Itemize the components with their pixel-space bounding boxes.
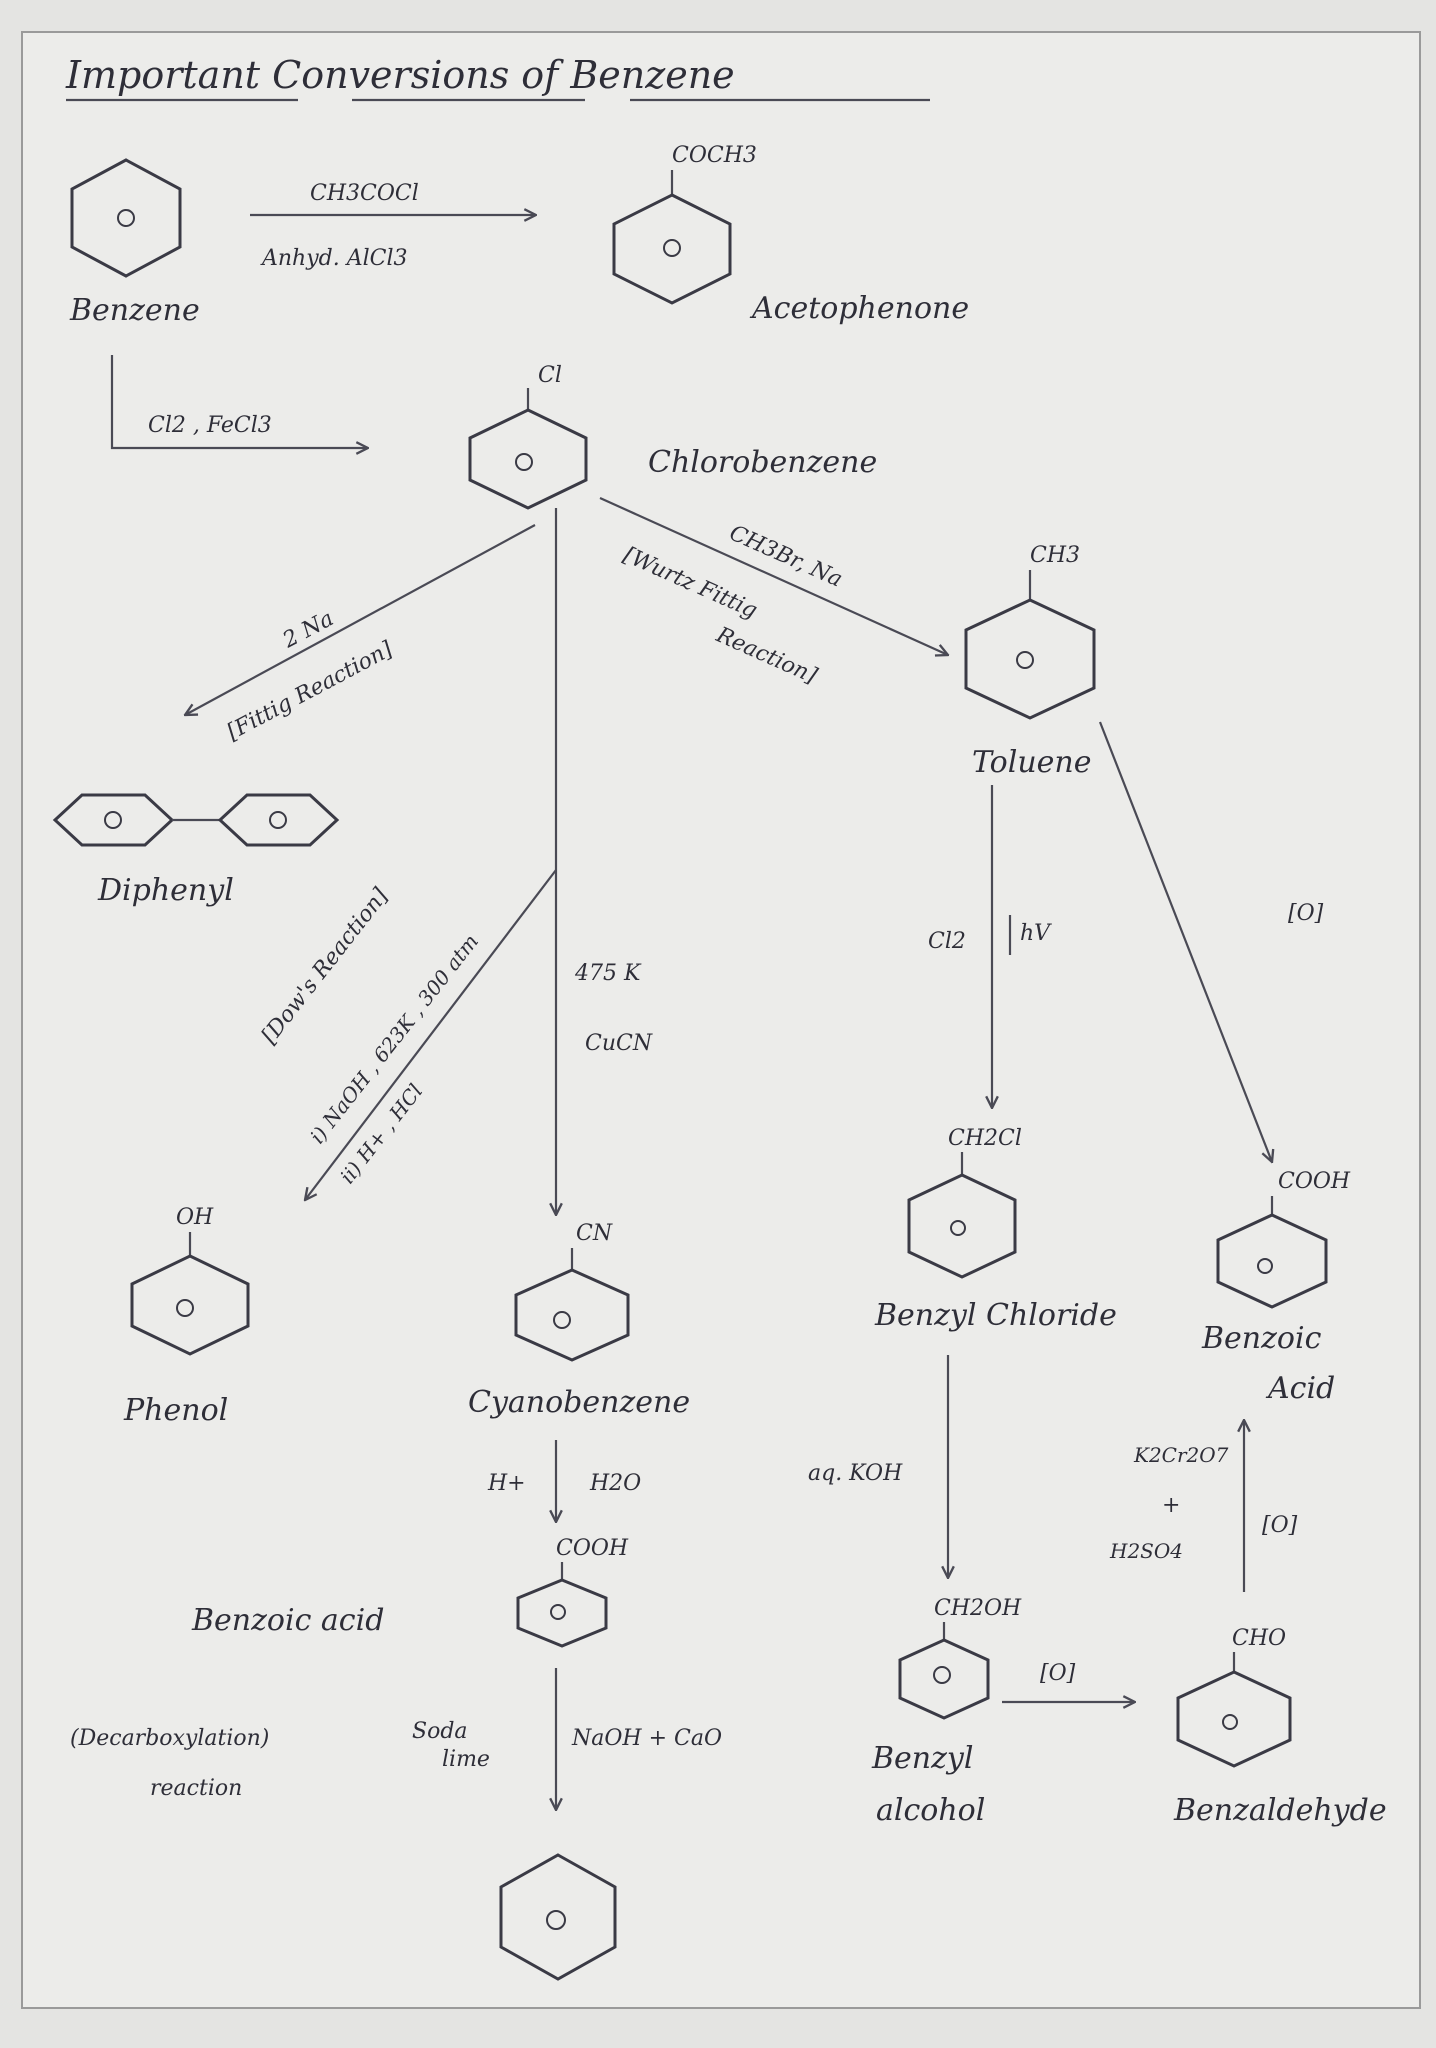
benzyl-alcohol-label-2: alcohol	[876, 1793, 985, 1828]
page-title: Important Conversions of Benzene	[65, 53, 735, 97]
benzoic-acid-left-label: Benzoic acid	[191, 1603, 384, 1638]
cyanobenzene-structure	[514, 1268, 630, 1362]
reagent-hydrolysis-right: H2O	[589, 1471, 641, 1496]
reaction-decarboxylation-2: reaction	[150, 1776, 242, 1801]
benzoic-acid-right-group: COOH	[1278, 1169, 1351, 1194]
benzaldehyde-structure	[1176, 1670, 1292, 1768]
reagent-side-chain-hv: hV	[1020, 921, 1052, 946]
benzaldehyde-label: Benzaldehyde	[1173, 1793, 1387, 1828]
benzyl-alcohol-structure	[898, 1638, 990, 1720]
benzyl-chloride-label: Benzyl Chloride	[874, 1298, 1117, 1333]
benzoic-acid-left-structure	[516, 1578, 608, 1648]
arrow-to-chlorobenzene	[110, 355, 368, 448]
reagent-soda-lime: NaOH + CaO	[571, 1726, 722, 1751]
reagent-aq-koh: aq. KOH	[808, 1461, 903, 1486]
benzene-label: Benzene	[69, 293, 200, 328]
reagent-dichromate: K2Cr2O7	[1133, 1443, 1229, 1467]
phenol-structure	[130, 1254, 250, 1356]
paper-sheet	[21, 31, 1421, 2009]
reagent-acetylation-bottom: Anhyd. AlCl3	[260, 246, 408, 271]
reagent-acetylation-top: CH3COCl	[310, 181, 419, 206]
benzene-bottom-structure	[499, 1853, 617, 1981]
toluene-structure	[964, 598, 1096, 720]
benzoic-acid-left-group: COOH	[556, 1536, 629, 1561]
reaction-decarboxylation-1: (Decarboxylation)	[70, 1726, 269, 1751]
benzyl-alcohol-group: CH2OH	[934, 1596, 1022, 1621]
toluene-label: Toluene	[972, 745, 1092, 780]
reagent-alcohol-oxidation: [O]	[1040, 1661, 1076, 1686]
benzoic-acid-right-label-1: Benzoic	[1201, 1321, 1322, 1356]
phenol-group: OH	[176, 1205, 214, 1230]
reagent-side-chain-cl: Cl2	[928, 929, 966, 954]
benzene-structure	[70, 158, 182, 278]
arrow-to-diphenyl	[185, 524, 536, 715]
reagent-cyanation-temp: 475 K	[574, 961, 642, 986]
toluene-group: CH3	[1030, 543, 1080, 568]
chlorobenzene-group: Cl	[538, 363, 562, 388]
benzyl-chloride-structure	[907, 1173, 1017, 1279]
acetophenone-group: COCH3	[672, 143, 757, 168]
reagent-toluene-oxidation: [O]	[1288, 901, 1324, 926]
reagent-chlorination: Cl2 , FeCl3	[148, 413, 272, 438]
benzyl-alcohol-label-1: Benzyl	[871, 1741, 973, 1776]
acetophenone-structure	[612, 193, 732, 305]
phenol-label: Phenol	[123, 1393, 228, 1428]
reagent-hydrolysis-left: H+	[487, 1471, 526, 1496]
diphenyl-structure	[52, 793, 340, 847]
reagent-soda-1: Soda	[412, 1719, 468, 1744]
chlorobenzene-structure	[468, 408, 588, 510]
reagent-cyanation: CuCN	[585, 1031, 653, 1056]
benzoic-acid-right-label-2: Acid	[1265, 1371, 1335, 1406]
reagent-sulfuric: H2SO4	[1109, 1539, 1183, 1563]
cyanobenzene-group: CN	[576, 1221, 613, 1246]
arrow-to-benzoic-acid-right	[1098, 721, 1272, 1162]
benzoic-acid-right-structure	[1216, 1213, 1328, 1309]
cyanobenzene-label: Cyanobenzene	[468, 1385, 690, 1420]
arrow-to-toluene	[599, 496, 948, 655]
diphenyl-label: Diphenyl	[97, 873, 234, 908]
benzyl-chloride-group: CH2Cl	[948, 1126, 1022, 1151]
reagent-plus: +	[1162, 1493, 1180, 1518]
benzaldehyde-group: CHO	[1232, 1626, 1286, 1651]
arrow-to-phenol	[305, 869, 557, 1200]
reagent-soda-2: lime	[442, 1747, 490, 1772]
reagent-aldehyde-oxidation: [O]	[1262, 1513, 1298, 1538]
chlorobenzene-label: Chlorobenzene	[648, 445, 877, 480]
acetophenone-label: Acetophenone	[749, 291, 969, 326]
